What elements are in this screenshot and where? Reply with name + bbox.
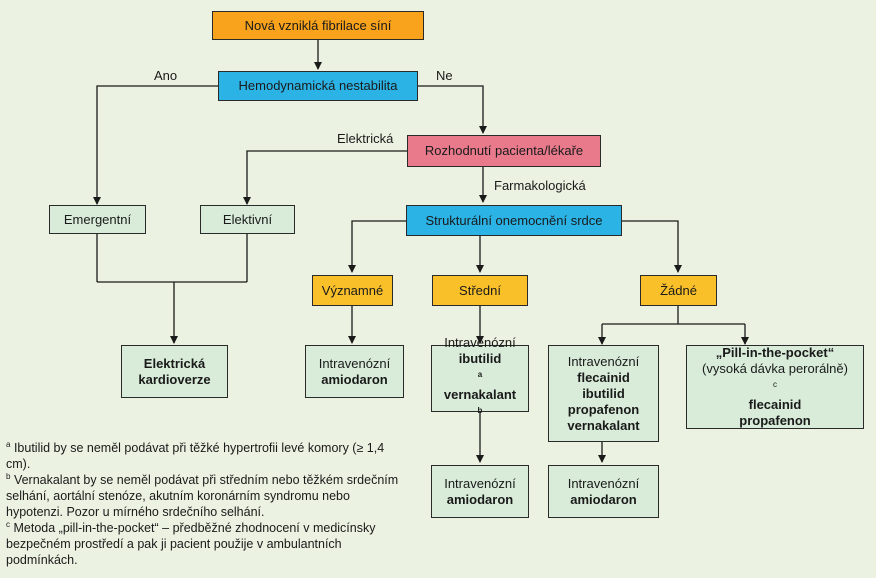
node-label-line: „Pill-in-the-pocket“	[715, 345, 835, 361]
node-label: Významné	[321, 282, 384, 298]
drug-ibutilide: ibutilid	[458, 351, 502, 367]
drug-vernakalant: vernakalant	[443, 386, 517, 402]
node-iv-amiodarone-none: Intravenózní amiodaron	[548, 465, 659, 518]
footnote-c: c Metoda „pill-in-the-pocket“ – předběžn…	[6, 517, 408, 568]
node-label-line: Intravenózní	[318, 355, 391, 371]
node-label-line: flecainid	[577, 369, 630, 385]
node-hemodynamic-instability: Hemodynamická nestabilita	[218, 71, 418, 101]
footnote-ref-b: b	[477, 405, 483, 415]
edge-label-yes: Ano	[154, 68, 178, 83]
footnote-mark: c	[6, 520, 10, 529]
footnote-b: b Vernakalant by se neměl podávat při st…	[6, 469, 408, 520]
node-label-line: flecainid	[748, 396, 802, 412]
node-pill-in-the-pocket: „Pill-in-the-pocket“ (vysoká dávka peror…	[686, 345, 864, 429]
node-none: Žádné	[640, 275, 717, 306]
footnote-text: Ibutilid by se neměl podávat při těžké h…	[6, 441, 385, 472]
node-iv-flecainide-group: Intravenózní flecainid ibutilid propafen…	[548, 345, 659, 442]
node-moderate: Střední	[432, 275, 528, 306]
edge-label-pharmacological: Farmakologická	[494, 178, 586, 193]
footnote-ref-c: c	[773, 380, 777, 390]
footnote-mark: b	[6, 472, 11, 481]
node-elective: Elektivní	[200, 205, 295, 234]
node-label-line: propafenon	[739, 412, 811, 428]
footnote-text: Vernakalant by se neměl podávat při stře…	[6, 473, 399, 520]
node-iv-amiodarone-significant: Intravenózní amiodaron	[305, 345, 404, 398]
node-emergent: Emergentní	[49, 205, 146, 234]
node-label-line: Elektrická	[143, 355, 206, 371]
node-label-line: amiodaron	[570, 491, 637, 507]
node-electric-cardioversion: Elektrická kardioverze	[121, 345, 228, 398]
node-label-line: Intravenózní	[444, 475, 516, 491]
footnote-mark: a	[6, 440, 11, 449]
node-iv-ibutilide-vernakalant: Intravenózní ibutilid a vernakalant b	[431, 335, 529, 415]
node-iv-amiodarone-moderate: Intravenózní amiodaron	[431, 465, 529, 518]
node-label-line: Intravenózní	[567, 353, 640, 369]
node-patient-physician-decision: Rozhodnutí pacienta/lékaře	[407, 135, 601, 167]
pill-dose-note: (vysoká dávka perorálně)	[702, 361, 848, 377]
node-significant: Významné	[312, 275, 393, 306]
edge-label-no: Ne	[436, 68, 453, 83]
node-structural-heart-disease: Strukturální onemocnění srdce	[406, 205, 622, 236]
node-label: Hemodynamická nestabilita	[238, 78, 398, 93]
footnote-text: Metoda „pill-in-the-pocket“ – předběžné …	[6, 521, 376, 568]
node-label: Emergentní	[63, 211, 132, 227]
node-label: Rozhodnutí pacienta/lékaře	[424, 143, 584, 158]
node-label-line: vernakalant	[567, 417, 640, 433]
footnote-ref-a: a	[477, 370, 483, 380]
node-label: Střední	[459, 282, 501, 298]
node-label-line: Intravenózní	[444, 335, 516, 351]
node-label-line: vernakalant b	[444, 387, 516, 422]
node-label-line: amiodaron	[446, 491, 514, 507]
node-new-onset-af: Nová vzniklá fibrilace síní	[212, 11, 424, 40]
node-label-line: ibutilid	[582, 385, 625, 401]
node-label-line: Intravenózní	[567, 475, 640, 491]
node-label: Žádné	[660, 282, 697, 298]
node-label: Strukturální onemocnění srdce	[425, 212, 603, 228]
edge-label-electric: Elektrická	[337, 131, 394, 146]
node-label: Nová vzniklá fibrilace síní	[244, 17, 392, 33]
node-label-line: amiodaron	[321, 371, 388, 387]
node-label-line: (vysoká dávka perorálně) c	[702, 361, 848, 396]
node-label-line: ibutilid a	[459, 351, 502, 386]
node-label-line: propafenon	[567, 401, 640, 417]
footnote-a: a Ibutilid by se neměl podávat při těžké…	[6, 437, 408, 472]
node-label: Elektivní	[222, 211, 273, 227]
node-label-line: kardioverze	[138, 371, 211, 387]
